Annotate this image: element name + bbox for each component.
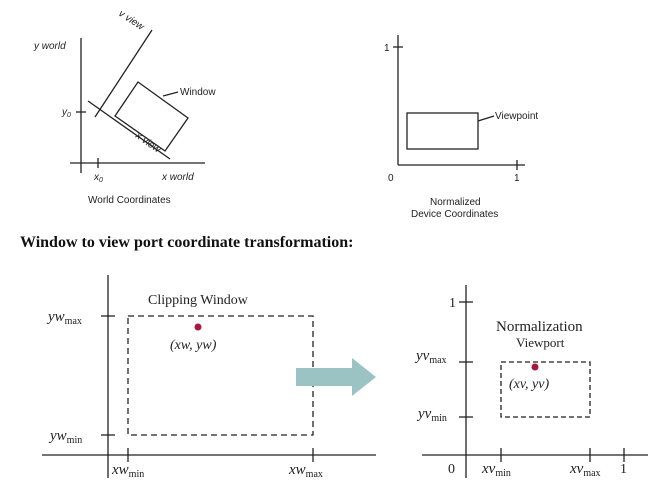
- viewport-rect: [500, 361, 591, 418]
- yw-min-label: ywmin: [48, 428, 82, 446]
- xv-min-label: xvmin: [481, 461, 511, 479]
- clipping-window-title: Clipping Window: [148, 293, 249, 308]
- world-coordinates-diagram: [70, 29, 205, 173]
- y0-label: y0: [61, 107, 71, 119]
- viewport-point-label: (xv, yv): [509, 377, 549, 392]
- viewport-point: [531, 363, 539, 371]
- ndc-origin-label: 0: [388, 173, 394, 184]
- x-view-axis: [87, 100, 171, 160]
- x0-label: x0: [93, 172, 103, 184]
- world-point: [194, 323, 202, 331]
- viewport-rectangle: [406, 112, 479, 150]
- ndc-diagram: [393, 35, 525, 170]
- xw-max-label: xwmax: [288, 462, 323, 480]
- v-view-label: v view: [116, 8, 146, 33]
- clipping-window-rect: [127, 315, 314, 436]
- y-world-label: y world: [33, 41, 66, 52]
- x-world-label: x world: [161, 172, 194, 183]
- yw-max-label: ywmax: [46, 309, 82, 327]
- yv-max-label: yvmax: [414, 348, 447, 366]
- ndc-x-tick-1-label: 1: [514, 173, 520, 184]
- br-x-tick-1-label: 1: [620, 462, 627, 477]
- x-view-label: x view: [132, 130, 163, 156]
- normalization-viewport-diagram: [422, 285, 648, 478]
- ndc-caption-line2: Device Coordinates: [411, 209, 498, 220]
- xw-min-label: xwmin: [111, 462, 144, 480]
- xv-max-label: xvmax: [569, 461, 601, 479]
- viewport-leader: [477, 115, 495, 122]
- section-heading: Window to view port coordinate transform…: [20, 234, 354, 251]
- transform-arrow: [296, 358, 376, 396]
- window-label: Window: [180, 87, 216, 98]
- ndc-caption-line1: Normalized: [430, 197, 481, 208]
- v-view-axis: [94, 29, 153, 118]
- world-point-label: (xw, yw): [170, 338, 217, 353]
- window-leader: [162, 91, 179, 97]
- viewport-title: Viewport: [516, 335, 565, 350]
- br-y-tick-1-label: 1: [449, 296, 456, 311]
- yv-min-label: yvmin: [416, 406, 447, 424]
- world-coordinates-caption: World Coordinates: [88, 195, 171, 206]
- ndc-y-tick-1-label: 1: [384, 43, 390, 54]
- br-origin-label: 0: [448, 462, 455, 477]
- viewpoint-label: Viewpoint: [495, 111, 538, 122]
- window-rectangle: [114, 81, 189, 152]
- normalization-title: Normalization: [496, 319, 583, 335]
